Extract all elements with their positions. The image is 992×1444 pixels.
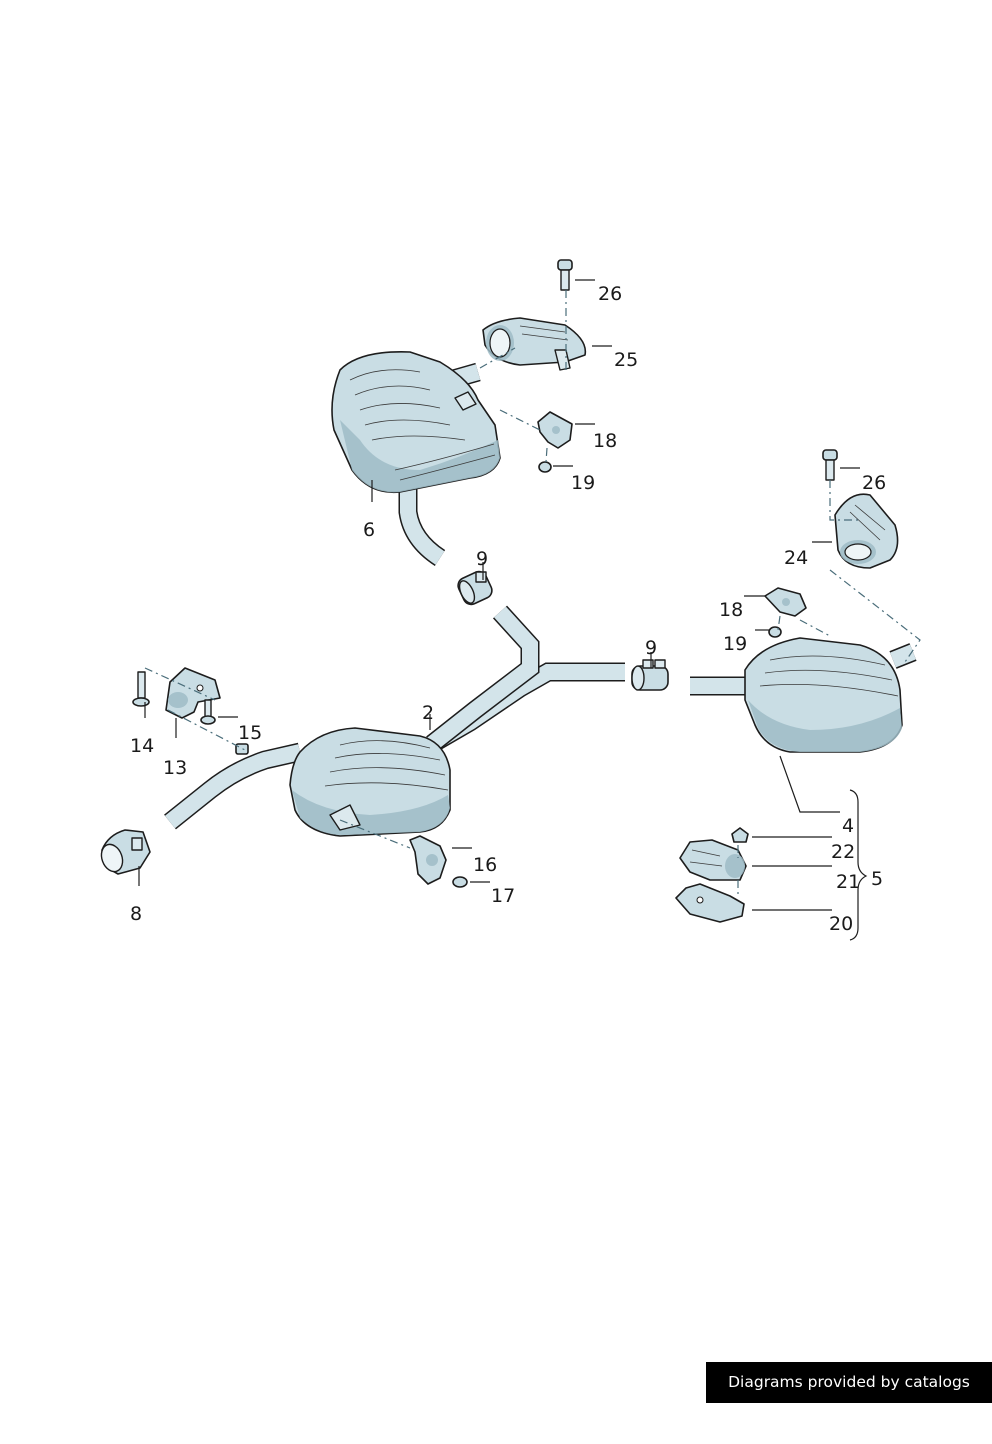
callout-16: 16 bbox=[473, 854, 497, 876]
assembly-lines bbox=[144, 290, 921, 898]
tailpipe-tip-right bbox=[834, 493, 899, 569]
callout-19-right: 19 bbox=[723, 633, 747, 655]
callout-19-upper: 19 bbox=[571, 472, 595, 494]
callout-8: 8 bbox=[130, 903, 142, 925]
callout-21: 21 bbox=[836, 871, 860, 893]
tailpipe-tip-left bbox=[482, 317, 587, 371]
nut-19-upper bbox=[538, 461, 552, 473]
clamp-9-upper bbox=[457, 570, 493, 606]
callout-15: 15 bbox=[238, 722, 262, 744]
bolt-15 bbox=[200, 699, 216, 725]
callout-9-upper: 9 bbox=[476, 548, 488, 570]
callout-14: 14 bbox=[130, 735, 154, 757]
callout-18-upper: 18 bbox=[593, 430, 617, 452]
nut-17 bbox=[452, 876, 468, 888]
bolt-14 bbox=[132, 671, 150, 707]
callout-5: 5 bbox=[871, 868, 883, 890]
callout-4: 4 bbox=[842, 815, 854, 837]
rear-muffler-right bbox=[744, 637, 903, 753]
callout-22: 22 bbox=[831, 841, 855, 863]
bolt-26-upper bbox=[557, 259, 573, 291]
callout-17: 17 bbox=[491, 885, 515, 907]
credit-footer: Diagrams provided by catalogs parts bbox=[706, 1362, 992, 1432]
leader-lines bbox=[138, 279, 868, 941]
bolt-26-right bbox=[822, 449, 838, 481]
nut-19-right bbox=[768, 626, 782, 638]
center-muffler bbox=[289, 727, 451, 837]
bracket-16 bbox=[409, 835, 447, 885]
rear-muffler-left bbox=[331, 351, 501, 494]
callout-25: 25 bbox=[614, 349, 638, 371]
bracket-18-right bbox=[764, 587, 807, 617]
clamp-9-right bbox=[631, 659, 669, 691]
callout-20: 20 bbox=[829, 913, 853, 935]
nut-22 bbox=[731, 827, 749, 843]
callout-labels: 26 25 18 19 6 9 26 24 18 19 9 2 14 15 13… bbox=[130, 283, 886, 935]
callout-9-right: 9 bbox=[645, 637, 657, 659]
callout-26-upper: 26 bbox=[598, 283, 622, 305]
actuator-21 bbox=[679, 839, 747, 881]
callout-6: 6 bbox=[363, 519, 375, 541]
callout-18-right: 18 bbox=[719, 599, 743, 621]
callout-26-right: 26 bbox=[862, 472, 886, 494]
bracket-20 bbox=[675, 883, 745, 923]
exhaust-system-diagram: 26 25 18 19 6 9 26 24 18 19 9 2 14 15 13… bbox=[100, 259, 921, 941]
bracket-18-upper bbox=[537, 411, 573, 449]
clamp-8 bbox=[100, 829, 151, 875]
callout-2: 2 bbox=[422, 702, 434, 724]
bracket-13 bbox=[165, 667, 221, 719]
callout-24: 24 bbox=[784, 547, 808, 569]
hanger-pin bbox=[235, 743, 249, 755]
callout-13: 13 bbox=[163, 757, 187, 779]
